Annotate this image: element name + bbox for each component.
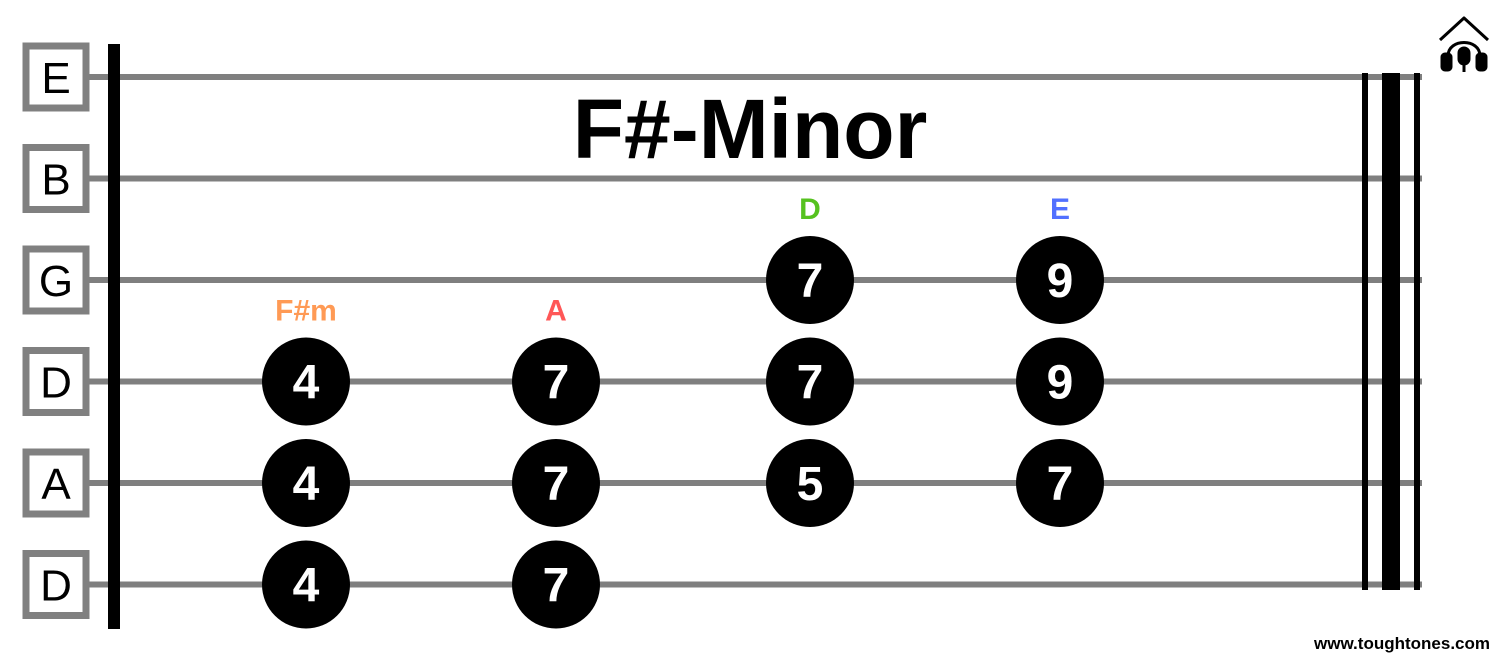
string-label-text: E (41, 54, 70, 103)
string-label-text: A (41, 460, 71, 509)
strings (88, 74, 1422, 588)
fret-note-circle (262, 337, 350, 426)
string-label-box (22, 144, 90, 213)
fret-note: 7 (766, 337, 854, 426)
chord-name-fsharpm: F#m (275, 295, 337, 328)
chord-name-a: A (545, 295, 567, 328)
fret-note: 5 (766, 439, 854, 527)
chord-name-e: E (1050, 193, 1070, 226)
fret-number: 7 (543, 357, 570, 410)
string-label-text: G (39, 257, 73, 306)
fret-number: 4 (293, 357, 320, 410)
string-label-box (22, 245, 90, 315)
string-line-2 (88, 175, 1422, 182)
fret-number: 9 (1047, 357, 1074, 410)
string-line-5 (88, 480, 1422, 486)
fret-note: 9 (1016, 337, 1104, 426)
fret-note: 7 (1016, 439, 1104, 527)
string-label-text: B (41, 156, 70, 205)
fret-note: 4 (262, 337, 350, 426)
fret-note-circle (766, 439, 854, 527)
end-bar-line-thick (1382, 73, 1400, 590)
fret-number: 5 (797, 458, 824, 511)
fret-note: 4 (262, 540, 350, 629)
fret-note: 4 (262, 439, 350, 527)
fret-number: 7 (797, 357, 824, 410)
end-bar-line-thin-right (1414, 73, 1420, 590)
fret-note-circle (512, 540, 600, 629)
fret-number: 7 (797, 255, 824, 308)
fret-note: 7 (512, 439, 600, 527)
fret-number: 7 (1047, 458, 1074, 511)
fret-number: 9 (1047, 255, 1074, 308)
fret-note-circle (512, 337, 600, 426)
end-bar-line-thin-left (1362, 73, 1368, 590)
string-label-2: B (22, 144, 90, 213)
string-label-text: D (40, 562, 72, 611)
bar-lines (108, 44, 1420, 629)
string-line-1 (88, 74, 1422, 80)
string-label-5: A (22, 448, 90, 518)
fret-note: 9 (1016, 236, 1104, 324)
string-label-4: D (22, 347, 90, 416)
string-label-6: D (22, 550, 90, 619)
string-line-6 (88, 581, 1422, 588)
fret-note: 7 (766, 236, 854, 324)
string-label-box (22, 448, 90, 518)
house-headphones-microphone-icon (1438, 16, 1490, 72)
fret-number: 4 (293, 560, 320, 613)
fret-notes: 4 4 4 7 7 7 7 7 5 9 9 7 (262, 236, 1104, 629)
fret-note-circle (262, 540, 350, 629)
start-bar-line (108, 44, 120, 629)
string-line-3 (88, 277, 1422, 283)
fret-number: 7 (543, 458, 570, 511)
fret-note-circle (262, 439, 350, 527)
chord-name-d: D (799, 193, 821, 226)
string-label-3: G (22, 245, 90, 315)
fret-number: 4 (293, 458, 320, 511)
scale-title: F#-Minor (573, 82, 928, 176)
string-label-box (22, 550, 90, 619)
fret-note-circle (1016, 236, 1104, 324)
string-labels: E B G D A D (22, 42, 90, 619)
chord-names: F#m A D E (275, 193, 1070, 328)
fret-note-circle (512, 439, 600, 527)
string-label-box (22, 42, 90, 112)
watermark-url: www.toughtones.com (1313, 634, 1490, 653)
fret-note: 7 (512, 540, 600, 629)
fret-note-circle (1016, 439, 1104, 527)
fret-number: 7 (543, 560, 570, 613)
fret-note-circle (1016, 337, 1104, 426)
string-label-1: E (22, 42, 90, 112)
string-label-text: D (40, 359, 72, 408)
fret-note-circle (766, 337, 854, 426)
fret-note-circle (766, 236, 854, 324)
string-line-4 (88, 378, 1422, 385)
string-label-box (22, 347, 90, 416)
fret-note: 7 (512, 337, 600, 426)
